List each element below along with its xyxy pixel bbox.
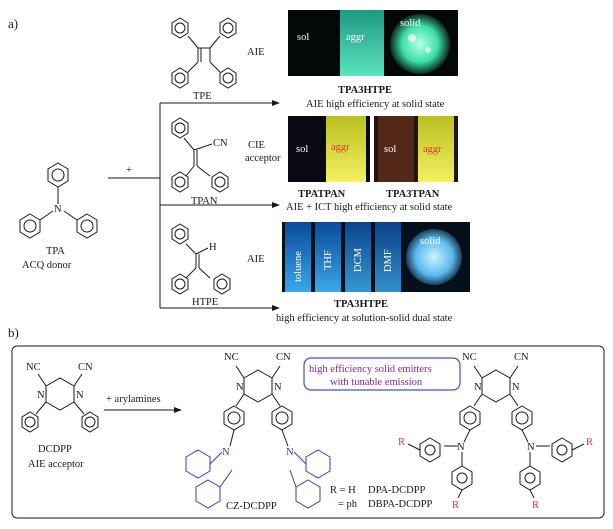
htpe-tag: AIE	[247, 254, 265, 265]
photo3-label-dcm: DCM	[353, 247, 364, 272]
photo2a-label-aggr: aggr	[331, 142, 350, 153]
row2-compound-2: TPA3TPAN	[386, 189, 440, 200]
dpa-n-right: N	[512, 382, 520, 393]
part-b-label: b)	[8, 325, 19, 340]
photo1-label-solid: solid	[400, 18, 421, 29]
photo3-label-solid: solid	[420, 236, 441, 247]
note-line1: high efficiency solid emitters	[309, 364, 432, 375]
dpa-r-1: R	[398, 437, 405, 448]
dpa-n-left: N	[474, 382, 482, 393]
cz-n-carb-right: N	[286, 447, 294, 458]
r-def-1-prefix: R = H	[330, 485, 356, 496]
photo2a-label-sol: sol	[296, 144, 308, 155]
row1-compound: TPA3HTPE	[338, 85, 392, 96]
photo3-label-dmf: DMF	[383, 249, 394, 272]
dpa-dcdpp-structure	[407, 365, 585, 499]
htpe-group: H	[209, 242, 217, 253]
dcdpp-n-left: N	[37, 390, 45, 401]
photo-tpa3tpan	[374, 116, 458, 182]
htpe-name: HTPE	[192, 297, 218, 308]
dpa-cn: CN	[514, 352, 529, 363]
svg-text:N: N	[54, 204, 62, 215]
tpe-name: TPE	[193, 91, 212, 102]
photo-tpatpan	[288, 116, 370, 182]
photo3-label-toluene: toluene	[293, 251, 304, 282]
tpa-desc: ACQ donor	[22, 260, 72, 271]
r-def-1-name: DPA-DCDPP	[368, 485, 426, 496]
note-box	[303, 357, 461, 391]
tpe-tag: AIE	[247, 47, 265, 58]
row2-desc: AIE + ICT high efficiency at solid state	[286, 202, 453, 213]
row3-desc: high efficiency at solution-solid dual s…	[276, 313, 453, 324]
tpa-structure: N	[19, 162, 98, 239]
part-a-label: a)	[8, 16, 18, 31]
carbazole-right	[289, 449, 331, 509]
dcdpp-cn: CN	[78, 362, 93, 373]
cz-name: CZ-DCDPP	[226, 501, 277, 512]
dcdpp-n-right: N	[76, 390, 84, 401]
dcdpp-name: DCDPP	[38, 444, 72, 455]
htpe-structure	[171, 223, 231, 295]
r-def-2-prefix: = ph	[338, 499, 358, 510]
plus-sign: +	[126, 165, 132, 176]
r-def-2-name: DBPA-DCDPP	[368, 499, 433, 510]
tpa-name: TPA	[46, 246, 65, 257]
dpa-nc: NC	[462, 352, 477, 363]
dpa-r-3: R	[452, 500, 459, 511]
photo1-label-sol: sol	[297, 32, 309, 43]
cz-dcdpp-structure	[223, 365, 293, 447]
photo-tpa3htpe	[288, 10, 458, 76]
tpan-tag-2: acceptor	[245, 153, 281, 164]
tpan-structure	[171, 117, 229, 193]
dpa-r-2: R	[586, 437, 593, 448]
reagent-label: + arylamines	[106, 394, 161, 405]
tpan-name: TPAN	[191, 196, 218, 207]
cz-n-left: N	[236, 382, 244, 393]
dcdpp-nc: NC	[26, 362, 41, 373]
dpa-r-4: R	[532, 500, 539, 511]
photo1-label-aggr: aggr	[346, 32, 365, 43]
dcdpp-structure	[21, 373, 99, 433]
reaction-arrows	[108, 100, 280, 311]
part-b-frame	[11, 345, 605, 519]
tpan-group: CN	[213, 138, 228, 149]
photo-tpa3htpe-solvents	[282, 222, 470, 292]
note-line2: with tunable emission	[330, 377, 423, 388]
dpa-n-amine-right: N	[527, 442, 535, 453]
photo3-label-thf: THF	[323, 250, 334, 270]
cz-n-carb-left: N	[222, 447, 230, 458]
dcdpp-desc: AIE acceptor	[28, 459, 84, 470]
carbazole-left	[185, 449, 233, 509]
tpe-structure	[171, 17, 237, 89]
photo2b-label-sol: sol	[384, 144, 396, 155]
cz-cn: CN	[276, 352, 291, 363]
row2-compound-1: TPATPAN	[298, 189, 346, 200]
tpan-tag-1: CIE	[248, 140, 265, 151]
cz-nc: NC	[224, 352, 239, 363]
cz-n-right: N	[274, 382, 282, 393]
row3-compound: TPA3HTPE	[334, 299, 388, 310]
row1-desc: AIE high efficiency at solid state	[306, 99, 445, 110]
dpa-n-amine-left: N	[457, 442, 465, 453]
photo2b-label-aggr: aggr	[423, 144, 442, 155]
